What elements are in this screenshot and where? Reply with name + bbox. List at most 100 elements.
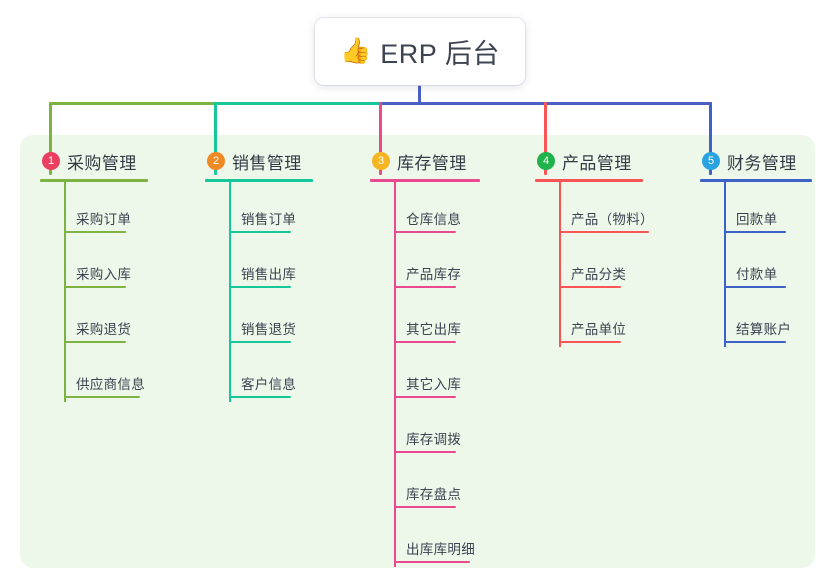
leaf-underline bbox=[229, 231, 291, 233]
drop-line-3 bbox=[379, 102, 382, 175]
leaf-label: 产品（物料） bbox=[571, 212, 654, 227]
branch-header-5[interactable]: 5 财务管理 bbox=[700, 148, 830, 174]
branch-title: 销售管理 bbox=[232, 153, 302, 173]
branch-number-badge: 1 bbox=[42, 152, 60, 170]
leaf-node[interactable]: 库存盘点 bbox=[370, 457, 520, 512]
leaf-underline bbox=[229, 341, 291, 343]
leaf-label: 其它出库 bbox=[406, 322, 462, 337]
leaf-underline bbox=[229, 286, 291, 288]
root-node-title: ERP 后台 bbox=[380, 39, 500, 69]
leaf-underline bbox=[64, 286, 126, 288]
branch-number-badge: 5 bbox=[702, 152, 720, 170]
branch-spine bbox=[394, 182, 396, 567]
branch-column-3: 3 库存管理仓库信息产品库存其它出库其它入库库存调拨库存盘点出库库明细 bbox=[370, 148, 520, 567]
branch-column-1: 1 采购管理采购订单采购入库采购退货供应商信息 bbox=[40, 148, 190, 402]
leaf-label: 库存调拨 bbox=[406, 432, 462, 447]
leaf-label: 产品库存 bbox=[406, 267, 462, 282]
leaf-label: 产品单位 bbox=[571, 322, 627, 337]
bus-segment-3 bbox=[379, 102, 547, 105]
branch-number-badge: 2 bbox=[207, 152, 225, 170]
branch-spine bbox=[724, 182, 726, 347]
leaf-underline bbox=[394, 341, 456, 343]
branch-header-3[interactable]: 3 库存管理 bbox=[370, 148, 520, 174]
branch-underline bbox=[535, 179, 643, 182]
leaf-underline bbox=[394, 231, 456, 233]
branch-underline bbox=[700, 179, 812, 182]
branches-panel bbox=[20, 135, 815, 568]
leaf-label: 采购订单 bbox=[76, 212, 132, 227]
leaf-node[interactable]: 供应商信息 bbox=[40, 347, 190, 402]
leaf-underline bbox=[229, 396, 291, 398]
leaf-underline bbox=[559, 286, 621, 288]
leaf-underline bbox=[724, 286, 786, 288]
leaf-node[interactable]: 产品分类 bbox=[535, 237, 685, 292]
branch-leaf-list-4: 产品（物料） 产品分类产品单位 bbox=[535, 182, 685, 347]
leaf-underline bbox=[559, 231, 649, 233]
leaf-underline bbox=[394, 396, 456, 398]
leaf-label: 仓库信息 bbox=[406, 212, 462, 227]
leaf-underline bbox=[64, 396, 140, 398]
leaf-node[interactable]: 产品单位 bbox=[535, 292, 685, 347]
drop-line-1 bbox=[49, 102, 52, 175]
leaf-node[interactable]: 回款单 bbox=[700, 182, 830, 237]
leaf-label: 其它入库 bbox=[406, 377, 462, 392]
branch-spine bbox=[559, 182, 561, 347]
leaf-node[interactable]: 结算账户 bbox=[700, 292, 830, 347]
branch-leaf-list-3: 仓库信息产品库存其它出库其它入库库存调拨库存盘点出库库明细 bbox=[370, 182, 520, 567]
branch-column-2: 2 销售管理销售订单销售出库销售退货客户信息 bbox=[205, 148, 355, 402]
root-node[interactable]: 👍 ERP 后台 bbox=[315, 18, 525, 85]
branch-underline bbox=[370, 179, 480, 182]
leaf-underline bbox=[64, 231, 126, 233]
leaf-node[interactable]: 采购订单 bbox=[40, 182, 190, 237]
leaf-label: 库存盘点 bbox=[406, 487, 462, 502]
leaf-underline bbox=[724, 231, 786, 233]
leaf-node[interactable]: 销售订单 bbox=[205, 182, 355, 237]
branch-title: 财务管理 bbox=[727, 153, 797, 173]
thumbs-up-icon: 👍 bbox=[340, 37, 372, 65]
leaf-underline bbox=[394, 286, 456, 288]
leaf-node[interactable]: 客户信息 bbox=[205, 347, 355, 402]
leaf-underline bbox=[64, 341, 126, 343]
leaf-label: 产品分类 bbox=[571, 267, 627, 282]
leaf-node[interactable]: 采购入库 bbox=[40, 237, 190, 292]
branch-header-2[interactable]: 2 销售管理 bbox=[205, 148, 355, 174]
root-node-content: 👍 ERP 后台 bbox=[340, 32, 500, 71]
leaf-underline bbox=[394, 506, 456, 508]
branch-leaf-list-2: 销售订单销售出库销售退货客户信息 bbox=[205, 182, 355, 402]
bus-segment-1 bbox=[49, 102, 217, 105]
branch-number-badge: 3 bbox=[372, 152, 390, 170]
leaf-node[interactable]: 产品（物料） bbox=[535, 182, 685, 237]
bus-segment-4 bbox=[544, 102, 712, 105]
leaf-node[interactable]: 付款单 bbox=[700, 237, 830, 292]
leaf-label: 采购退货 bbox=[76, 322, 132, 337]
leaf-node[interactable]: 其它入库 bbox=[370, 347, 520, 402]
leaf-node[interactable]: 采购退货 bbox=[40, 292, 190, 347]
leaf-label: 供应商信息 bbox=[76, 377, 145, 392]
leaf-label: 出库库明细 bbox=[406, 542, 475, 557]
root-stem-line bbox=[418, 85, 421, 104]
leaf-node[interactable]: 出库库明细 bbox=[370, 512, 520, 567]
leaf-node[interactable]: 销售出库 bbox=[205, 237, 355, 292]
leaf-node[interactable]: 销售退货 bbox=[205, 292, 355, 347]
branch-title: 库存管理 bbox=[397, 153, 467, 173]
branch-spine bbox=[229, 182, 231, 402]
leaf-node[interactable]: 其它出库 bbox=[370, 292, 520, 347]
drop-line-2 bbox=[214, 102, 217, 175]
drop-line-5 bbox=[709, 102, 712, 175]
leaf-node[interactable]: 产品库存 bbox=[370, 237, 520, 292]
leaf-underline bbox=[724, 341, 786, 343]
leaf-label: 采购入库 bbox=[76, 267, 132, 282]
leaf-node[interactable]: 库存调拨 bbox=[370, 402, 520, 457]
leaf-underline bbox=[559, 341, 621, 343]
leaf-label: 付款单 bbox=[736, 267, 778, 282]
branch-underline bbox=[40, 179, 148, 182]
leaf-node[interactable]: 仓库信息 bbox=[370, 182, 520, 237]
branch-leaf-list-1: 采购订单采购入库采购退货供应商信息 bbox=[40, 182, 190, 402]
leaf-label: 销售订单 bbox=[241, 212, 297, 227]
branch-leaf-list-5: 回款单付款单结算账户 bbox=[700, 182, 830, 347]
leaf-label: 客户信息 bbox=[241, 377, 297, 392]
branch-title: 采购管理 bbox=[67, 153, 137, 173]
branch-header-1[interactable]: 1 采购管理 bbox=[40, 148, 190, 174]
